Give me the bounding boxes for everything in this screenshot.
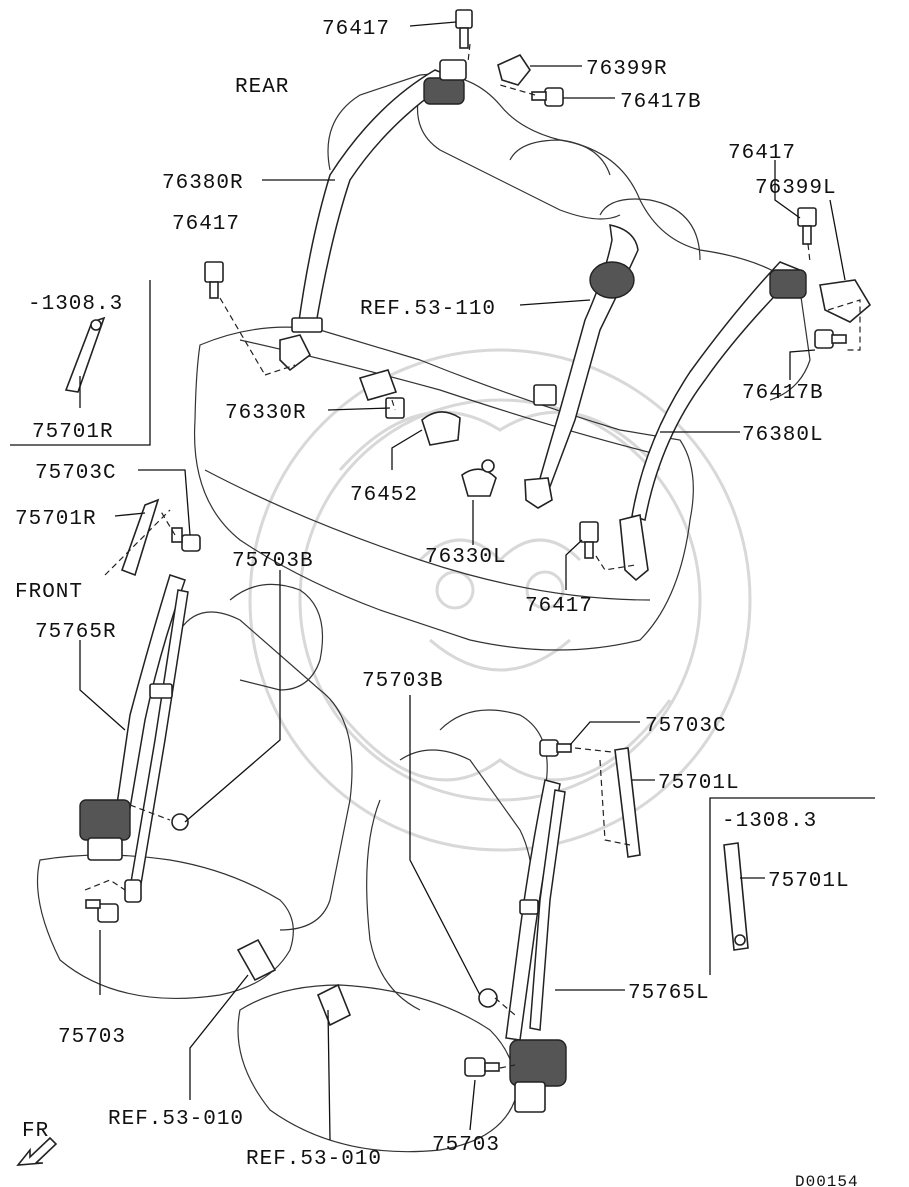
label-76330L: 76330L: [425, 546, 507, 569]
label-76417B-right: 76417B: [742, 382, 824, 405]
label-ref-53-010-a: REF.53-010: [108, 1108, 244, 1131]
buckle-76330L: [461, 459, 497, 497]
bracket-76399L: [819, 279, 872, 323]
heading-front: FRONT: [15, 581, 83, 604]
bolt-76417B-top: [531, 87, 564, 107]
label-75703-left: 75703: [58, 1026, 126, 1049]
dashed-attachment-lines: [84, 43, 861, 1069]
label-76380L: 76380L: [742, 424, 824, 447]
label-75703C-left: 75703C: [35, 462, 117, 485]
callout-left-part: 75701L: [768, 870, 850, 893]
buckle-front-center: [236, 938, 277, 982]
labels: REAR FRONT FR D00154 76417 76399R 76417B…: [15, 18, 859, 1187]
label-75703C-right: 75703C: [645, 715, 727, 738]
label-76330R: 76330R: [225, 402, 307, 425]
label-75701L: 75701L: [658, 772, 740, 795]
label-76417-mid: 76417: [525, 595, 593, 618]
adjuster-75701R-front: [120, 498, 160, 577]
bolt-75703C-left: [171, 527, 201, 552]
label-75703B-right: 75703B: [362, 670, 444, 693]
label-76417-right: 76417: [728, 142, 796, 165]
label-76380R: 76380R: [162, 172, 244, 195]
callout-left-range: -1308.3: [722, 810, 817, 833]
label-ref-53-110: REF.53-110: [360, 298, 496, 321]
label-75703B-left: 75703B: [232, 550, 314, 573]
bracket-76399R: [497, 53, 531, 86]
front-right-belt-75765R: [79, 574, 189, 903]
bolt-76417-left: [204, 261, 224, 299]
front-seat-left-outline: [36, 583, 353, 1000]
buckle-front-right: [316, 983, 352, 1027]
front-seat-right-outline: [237, 709, 548, 1153]
bolt-75703-left: [85, 899, 119, 923]
label-76452: 76452: [350, 484, 418, 507]
label-76417-left: 76417: [172, 213, 240, 236]
label-76399L: 76399L: [755, 177, 837, 200]
fr-arrow-icon: [16, 1136, 58, 1166]
label-75765R: 75765R: [35, 621, 117, 644]
heading-fr: FR: [22, 1120, 49, 1143]
label-75701R-left: 75701R: [15, 508, 97, 531]
bolt-75703C-right: [539, 739, 572, 757]
adjuster-75701L-callout: [723, 842, 749, 951]
label-75703-right: 75703: [432, 1134, 500, 1157]
label-76417-top: 76417: [322, 18, 390, 41]
bolt-76417-mid: [579, 521, 599, 559]
buckle-76452: [421, 411, 461, 446]
heading-rear: REAR: [235, 76, 289, 99]
rear-center-belt: [524, 224, 639, 509]
front-left-belt-75765L: [478, 779, 567, 1113]
label-ref-53-010-b: REF.53-010: [246, 1148, 382, 1171]
bolt-76417B-right: [814, 329, 847, 349]
bolt-76417-top: [455, 9, 473, 49]
rear-right-belt-76380R: [279, 59, 467, 372]
rear-left-belt-76380L: [619, 261, 807, 582]
label-76399R: 76399R: [586, 58, 668, 81]
adjuster-75701R-callout: [64, 316, 106, 393]
callout-right-range: -1308.3: [28, 293, 123, 316]
bolt-75703-right: [464, 1057, 500, 1077]
leader-lines: [10, 21, 875, 1141]
watermark-emblem: [248, 348, 752, 852]
adjuster-75701L-front: [614, 747, 641, 858]
diagram-id: D00154: [795, 1173, 859, 1187]
label-75765L: 75765L: [628, 982, 710, 1005]
bolt-76417-right: [797, 207, 817, 245]
label-76417B-top: 76417B: [620, 91, 702, 114]
callout-right-part: 75701R: [32, 421, 114, 444]
buckle-76330R: [358, 369, 405, 419]
